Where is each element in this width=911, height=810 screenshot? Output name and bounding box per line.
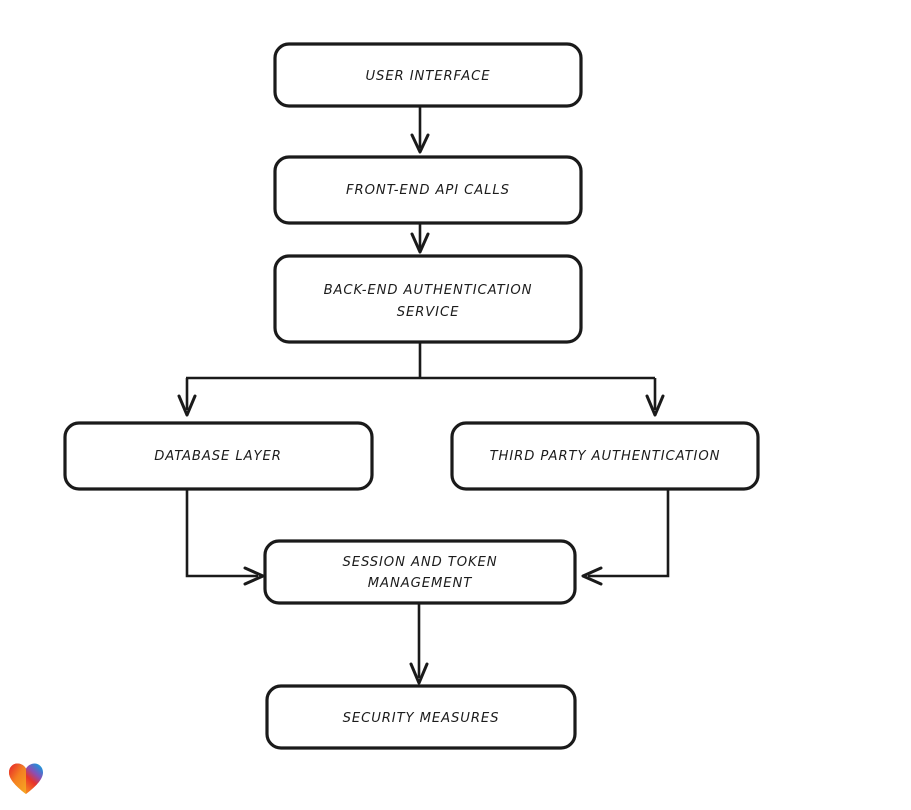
- edge-front-end-api-calls-to-back-end-auth-service: [410, 223, 430, 254]
- edge-user-interface-to-front-end-api-calls: [410, 106, 430, 154]
- node-back-end-auth-service[interactable]: BACK-END AUTHENTICATION SERVICE: [273, 254, 583, 344]
- node-security-measures-shape[interactable]: [265, 684, 577, 750]
- node-third-party-auth-shape[interactable]: [450, 421, 760, 491]
- node-security-measures-label: SECURITY MEASURES: [343, 711, 500, 726]
- node-session-token-mgmt[interactable]: SESSION AND TOKEN MANAGEMENT: [263, 539, 577, 605]
- node-back-end-auth-service-label-line1: BACK-END AUTHENTICATION: [324, 283, 533, 298]
- arrowhead-icon: [409, 662, 429, 685]
- node-session-token-mgmt-label-line2: MANAGEMENT: [368, 576, 473, 591]
- node-database-layer[interactable]: DATABASE LAYER: [63, 421, 374, 491]
- node-front-end-api-calls-shape[interactable]: [273, 155, 583, 225]
- heart-icon[interactable]: [8, 762, 44, 796]
- node-third-party-auth[interactable]: THIRD PARTY AUTHENTICATION: [450, 421, 760, 491]
- edge-back-end-auth-service-to-third-party-auth: [645, 378, 665, 417]
- arrowhead-icon: [410, 133, 430, 154]
- node-back-end-auth-service-shape[interactable]: [273, 254, 583, 344]
- node-security-measures[interactable]: SECURITY MEASURES: [265, 684, 577, 750]
- node-third-party-auth-label: THIRD PARTY AUTHENTICATION: [490, 449, 721, 464]
- edge-session-token-mgmt-to-security-measures: [409, 603, 429, 685]
- arrowhead-icon: [581, 566, 603, 586]
- edge-back-end-auth-service-branch-split: [186, 342, 655, 380]
- arrowhead-icon: [410, 232, 430, 254]
- node-back-end-auth-service-label-line2: SERVICE: [397, 305, 460, 320]
- node-database-layer-label: DATABASE LAYER: [154, 449, 282, 464]
- edge-back-end-auth-service-to-database-layer: [177, 378, 197, 417]
- heart-icon-left-lobe: [9, 763, 26, 794]
- node-user-interface-label: USER INTERFACE: [366, 69, 491, 84]
- arrowhead-icon: [243, 566, 265, 586]
- arrowhead-icon: [177, 394, 197, 417]
- node-front-end-api-calls[interactable]: FRONT-END API CALLS: [273, 155, 583, 225]
- edge-line: [185, 489, 258, 578]
- node-user-interface-shape[interactable]: [273, 42, 583, 108]
- node-front-end-api-calls-label: FRONT-END API CALLS: [346, 183, 510, 198]
- arrowhead-icon: [645, 394, 665, 417]
- heart-badge[interactable]: [8, 762, 44, 796]
- edge-line: [588, 489, 670, 578]
- edge-database-layer-to-session-token-mgmt: [185, 489, 265, 586]
- node-session-token-mgmt-label-line1: SESSION AND TOKEN: [342, 555, 497, 570]
- node-database-layer-shape[interactable]: [63, 421, 374, 491]
- edge-third-party-auth-to-session-token-mgmt: [581, 489, 670, 586]
- node-user-interface[interactable]: USER INTERFACE: [273, 42, 583, 108]
- node-session-token-mgmt-shape[interactable]: [263, 539, 577, 605]
